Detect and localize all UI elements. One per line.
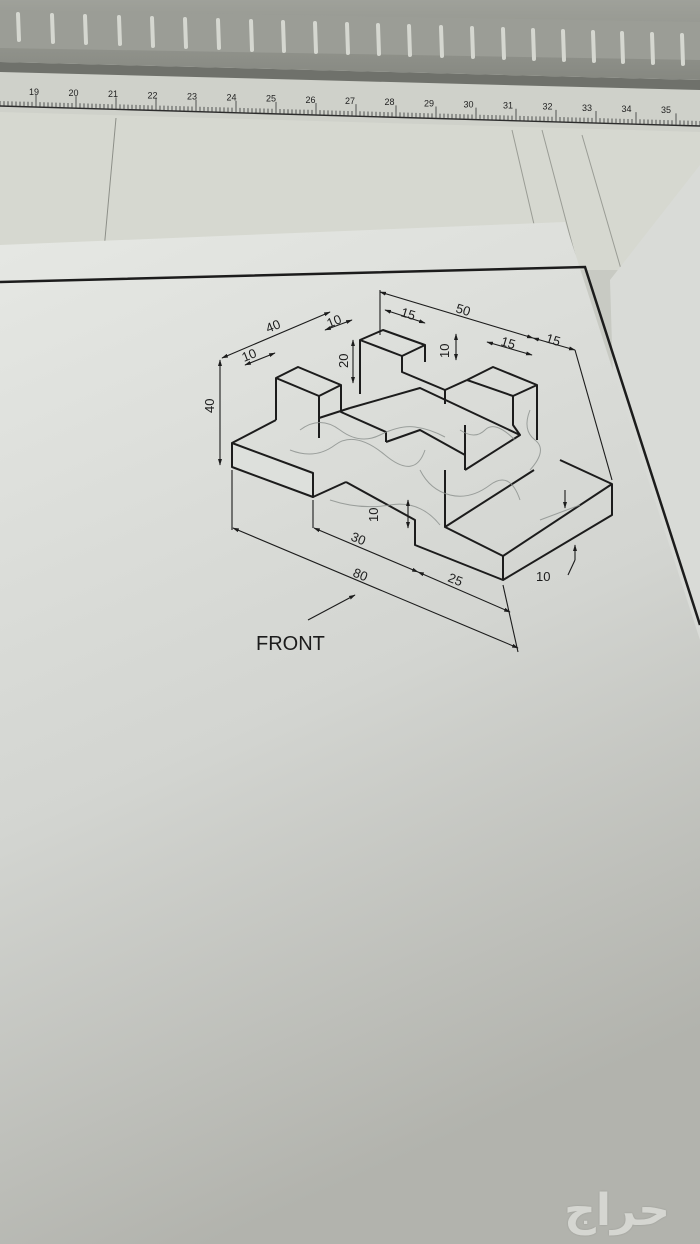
- ruler-tick-label: 32: [543, 102, 553, 112]
- ruler-tick-label: 35: [661, 105, 671, 115]
- ruler-tick-label: 22: [148, 90, 158, 100]
- dim-top-notch-15: 15: [399, 305, 417, 324]
- pencil-shading: [289, 409, 581, 526]
- ruler-tick-label: 31: [503, 101, 513, 111]
- ruler-tick-label: 27: [345, 96, 355, 106]
- dim-slot-width: 10: [325, 311, 344, 330]
- drawing-border: [0, 265, 700, 626]
- front-view-label: FRONT: [256, 633, 325, 655]
- paper-sheet: [0, 222, 700, 1244]
- ruler-tick-label: 23: [187, 91, 197, 101]
- dim-left-upright-width: 10: [240, 345, 259, 364]
- dim-base-length-30: 30: [349, 529, 368, 548]
- ruler-tick-label: 33: [582, 103, 592, 113]
- parallel-rule-rail: [0, 0, 700, 80]
- dimension-lines: [218, 290, 613, 653]
- dim-right-offset-15: 15: [544, 331, 562, 350]
- ruler-tick-label: 28: [385, 97, 395, 107]
- ruler-tick-label: 25: [266, 94, 276, 104]
- dim-right-length-25: 25: [446, 570, 465, 589]
- dim-top-span-50: 50: [454, 301, 472, 320]
- ruler: 19 20 21 22 23 24 25 26 27 28 29 30 31 32 33 34 35: [0, 62, 700, 132]
- haraj-watermark: حراج: [564, 1185, 670, 1236]
- ruler-tick-label: 34: [622, 104, 632, 114]
- dim-right-notch-15: 15: [499, 334, 517, 353]
- dim-base-thickness: 10: [536, 569, 550, 584]
- ruler-tick-label: 20: [69, 88, 79, 98]
- dim-notch-depth: 10: [437, 344, 452, 358]
- ruler-tick-label: 26: [306, 95, 316, 105]
- ruler-tick-label: 30: [464, 99, 474, 109]
- ruler-tick-label: 29: [424, 98, 434, 108]
- ruler-tick-label: 24: [227, 93, 237, 103]
- dimension-labels: 40 40 10 10 20 15 50 10 15 15 10 30 80 2…: [202, 301, 562, 655]
- dim-top-depth: 40: [264, 316, 283, 335]
- dim-groove-depth: 10: [366, 508, 381, 522]
- dim-overall-length: 80: [351, 565, 370, 584]
- ruler-tick-label: 21: [108, 89, 118, 99]
- dim-overall-height: 40: [202, 399, 217, 413]
- ruler-tick-label: 19: [29, 87, 39, 97]
- dim-upright-height: 20: [336, 354, 351, 368]
